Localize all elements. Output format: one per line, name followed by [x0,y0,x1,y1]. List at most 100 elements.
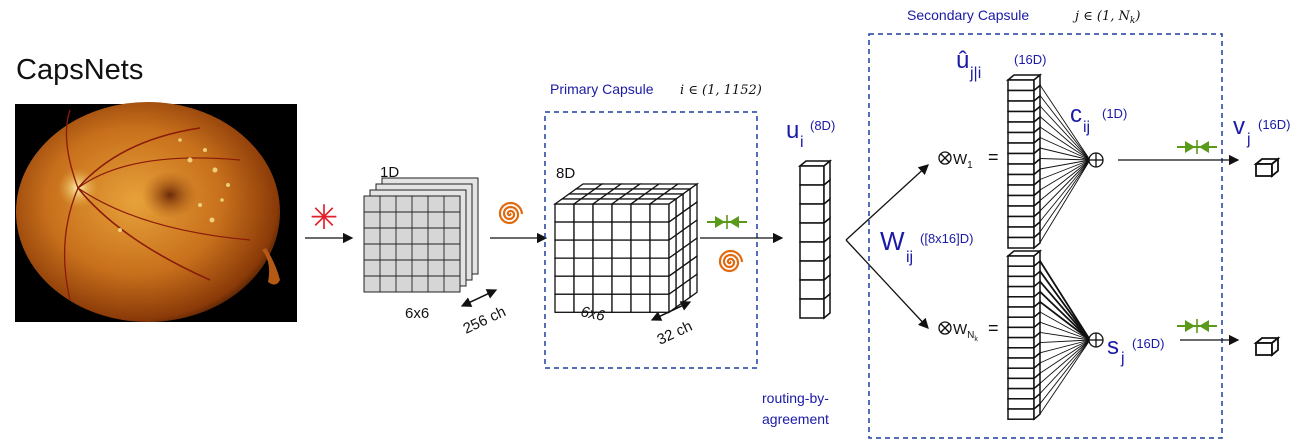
u-hat-cell-top-side [1033,230,1041,250]
u-cell-cell [799,279,825,300]
fan-line-bottom [1039,270,1091,341]
cube-front-face [573,221,594,241]
u-cell-cell [799,165,825,186]
u-hat-cell-bottom-cell [1007,377,1035,390]
fan-line-bottom [1039,321,1091,341]
u-vector-subscript: i [800,134,804,151]
sum-icon-top [1088,152,1104,168]
u-hat-cell-bottom-cell [1007,336,1035,349]
u-hat-cell-bottom-cell [1007,408,1035,420]
cube-front-face [554,275,575,295]
fan-line-bottom [1039,260,1091,341]
primary-capsule-index: i ∈ (1, 1152) [680,83,762,98]
u-hat-cell-bottom-cell [1007,275,1035,288]
v-vector-subscript: j [1246,131,1251,148]
u-hat-cell-top-cell [1007,163,1035,176]
primary-capsule-cube-block [552,182,700,314]
cube-front-face [649,257,670,277]
u-hat-cell-top-cell [1007,89,1035,102]
fan-line-bottom [1039,339,1091,384]
cube-front-face [611,275,632,295]
u-hat-cell-top-cell [1007,205,1035,218]
conv-channels-label: 256 ch [461,303,509,337]
fan-line-top [1039,84,1091,161]
fan-line-top [1039,158,1091,161]
v-vector-symbol: v [1233,113,1245,140]
cube-front [1255,163,1273,177]
u-hat-cell-top-cell [1007,79,1035,92]
u-hat-cell-top-cell [1007,152,1035,165]
cube-front-face [649,203,670,223]
coupling-superscript: (1D) [1102,106,1127,121]
cube-front-face [630,203,651,223]
u-hat-cell-bottom-cell [1007,357,1035,369]
weight-symbol: W [880,226,905,256]
u-hat-cell-top-cell [1007,194,1035,207]
u-hat-cell-top-cell [1007,215,1035,228]
fan-line-top [1039,126,1091,161]
fan-line-top [1039,159,1091,180]
u-hat-cell-bottom-cell [1007,398,1035,410]
cube-front-face [554,293,575,313]
cube-front-face [649,275,670,295]
v-vector-superscript: (16D) [1258,117,1291,132]
cube-front-face [554,221,575,241]
squash-icon-bottom [1177,319,1217,333]
u-hat-cell-bottom-cell [1007,347,1035,359]
u-cell-cell [799,222,825,243]
fan-line-top [1039,105,1091,161]
cube-front-face [554,203,575,223]
u-cell-side [823,292,831,320]
s-vector-superscript: (16D) [1132,336,1165,351]
cube-front-face [592,221,613,241]
output-capsule-cube-bottom [1253,336,1281,357]
cube-side-face [682,277,691,304]
fan-line-bottom [1039,311,1091,341]
cube-front-face [649,239,670,259]
squash-icon-top [1177,140,1217,154]
squash-arrow-left [1185,141,1195,153]
u-hat-cell-top-cell [1007,142,1035,155]
primary-channels-arrow-b [650,301,691,321]
fan-line-top [1039,159,1091,170]
cube-front-face [611,239,632,259]
u-hat-cell-bottom-cell [1007,387,1035,400]
fan-line-bottom [1039,280,1091,341]
fan-line-top [1039,137,1091,161]
conv-layer-stack [363,177,479,293]
fan-line-top [1039,159,1091,212]
fan-line-bottom [1039,339,1091,405]
sum-icon-bottom [1088,332,1104,348]
fan-line-top [1039,159,1091,222]
weight-superscript: ([8x16]D) [920,231,973,246]
cube-front-face [630,293,651,313]
cube-side [1271,336,1279,357]
cube-front-face [611,203,632,223]
wnk-label: WNk [953,321,978,343]
u-hat-cell-bottom-cell [1007,306,1035,318]
cube-front-face [630,221,651,241]
cube-front-face [573,257,594,277]
u-hat-cell-bottom-cell [1007,296,1035,308]
s-vector-symbol: s [1107,333,1119,360]
u-hat-column-top [1005,73,1043,250]
retina-image [15,102,297,322]
u-hat-cell-top-cell [1007,236,1035,249]
u-hat-cell-bottom-side [1033,402,1041,421]
primary-size-label: 6x6 [579,303,607,325]
u-hat-superscript: (16D) [1014,52,1047,67]
squash-arrow-right [729,216,739,228]
fan-line-top [1039,159,1091,191]
cube-side-face [668,287,677,314]
spiral-icon-2 [718,249,744,273]
u-hat-cell-bottom-cell [1007,285,1035,298]
cube-front-face [649,293,670,313]
u-hat-subscript: j|i [969,65,981,82]
squash-arrow-right [1199,141,1209,153]
equals-top: = [988,147,999,167]
u-cell-cell [799,260,825,281]
fan-line-top [1039,159,1091,201]
cube-front-face [554,239,575,259]
u-cell-cell [799,298,825,319]
routing-arrow-bottom [845,239,929,329]
